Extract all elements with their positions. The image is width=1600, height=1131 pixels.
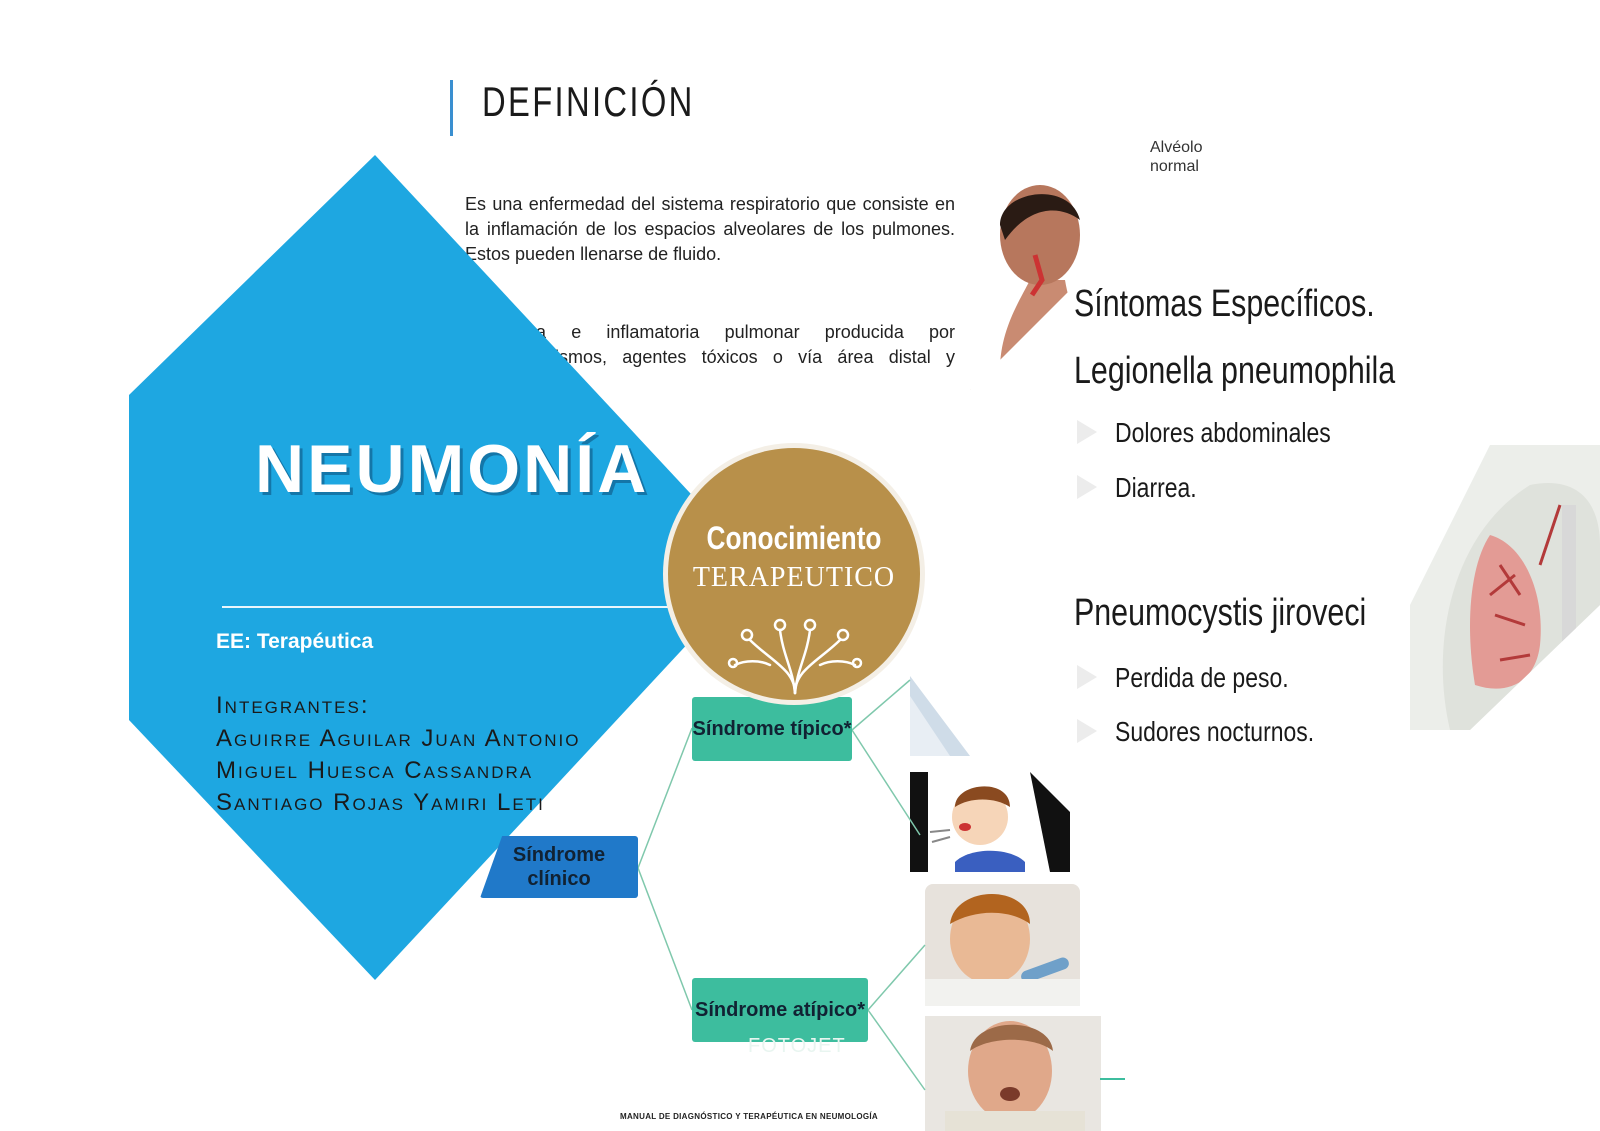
- bullet-arrow-icon: [1077, 420, 1097, 444]
- head-pain-illustration: [970, 185, 1110, 390]
- symptom-item: Dolores abdominales: [1115, 417, 1331, 448]
- lungs-illustration: [1410, 445, 1600, 730]
- accent-dash: [1100, 1078, 1125, 1080]
- doctor-photo-fragment: [910, 676, 970, 756]
- coughing-child-illustration: [910, 772, 1070, 872]
- badge-subtitle: TERAPEUTICO: [692, 562, 896, 593]
- course-label: EE: Terapéutica: [216, 630, 374, 653]
- watermark: FOTOJET: [748, 1035, 846, 1057]
- cover-title: NEUMONÍA: [255, 431, 650, 507]
- symptom-item: Perdida de peso.: [1115, 662, 1289, 693]
- bullet-arrow-icon: [1077, 665, 1097, 689]
- cover-divider: [222, 606, 692, 608]
- diagram-node-sindrome-clinico: Síndrome clínico: [480, 836, 638, 898]
- diagram-node-sindrome-tipico: Síndrome típico*: [692, 697, 852, 761]
- symptom-item: Diarrea.: [1115, 472, 1197, 503]
- legionella-heading: Legionella pneumophila: [1074, 350, 1396, 392]
- bullet-arrow-icon: [1077, 719, 1097, 743]
- symptom-item: Sudores nocturnos.: [1115, 716, 1315, 747]
- member-name: Aguirre Aguilar Juan Antonio: [216, 725, 581, 752]
- cover-hexagon: [129, 155, 759, 980]
- badge-title: Conocimiento: [706, 520, 882, 556]
- sintomas-heading: Síntomas Específicos.: [1074, 283, 1375, 325]
- sick-child-photo: [925, 884, 1080, 1006]
- member-name: Santiago Rojas Yamiri Leti: [216, 789, 545, 816]
- member-name: Miguel Huesca Cassandra: [216, 757, 534, 784]
- sprout-ornament-icon: [727, 618, 863, 695]
- badge-circle: [668, 448, 920, 700]
- coughing-man-photo: [925, 1016, 1101, 1131]
- diagram-node-sindrome-atipico: Síndrome atípico*: [692, 978, 868, 1042]
- alveolo-label: Alvéolo normal: [1150, 139, 1203, 175]
- definicion-paragraph-1: Es una enfermedad del sistema respirator…: [465, 194, 955, 264]
- footer-source: MANUAL DE DIAGNÓSTICO Y TERAPÉUTICA EN N…: [620, 1112, 878, 1121]
- diagram-connectors: [637, 679, 926, 1091]
- definicion-title: DEFINICIÓN: [482, 78, 695, 125]
- title-accent-bar: [450, 80, 453, 136]
- members-label: Integrantes:: [216, 692, 370, 719]
- bullet-arrow-icon: [1077, 475, 1097, 499]
- pneumocystis-heading: Pneumocystis jiroveci: [1074, 592, 1367, 634]
